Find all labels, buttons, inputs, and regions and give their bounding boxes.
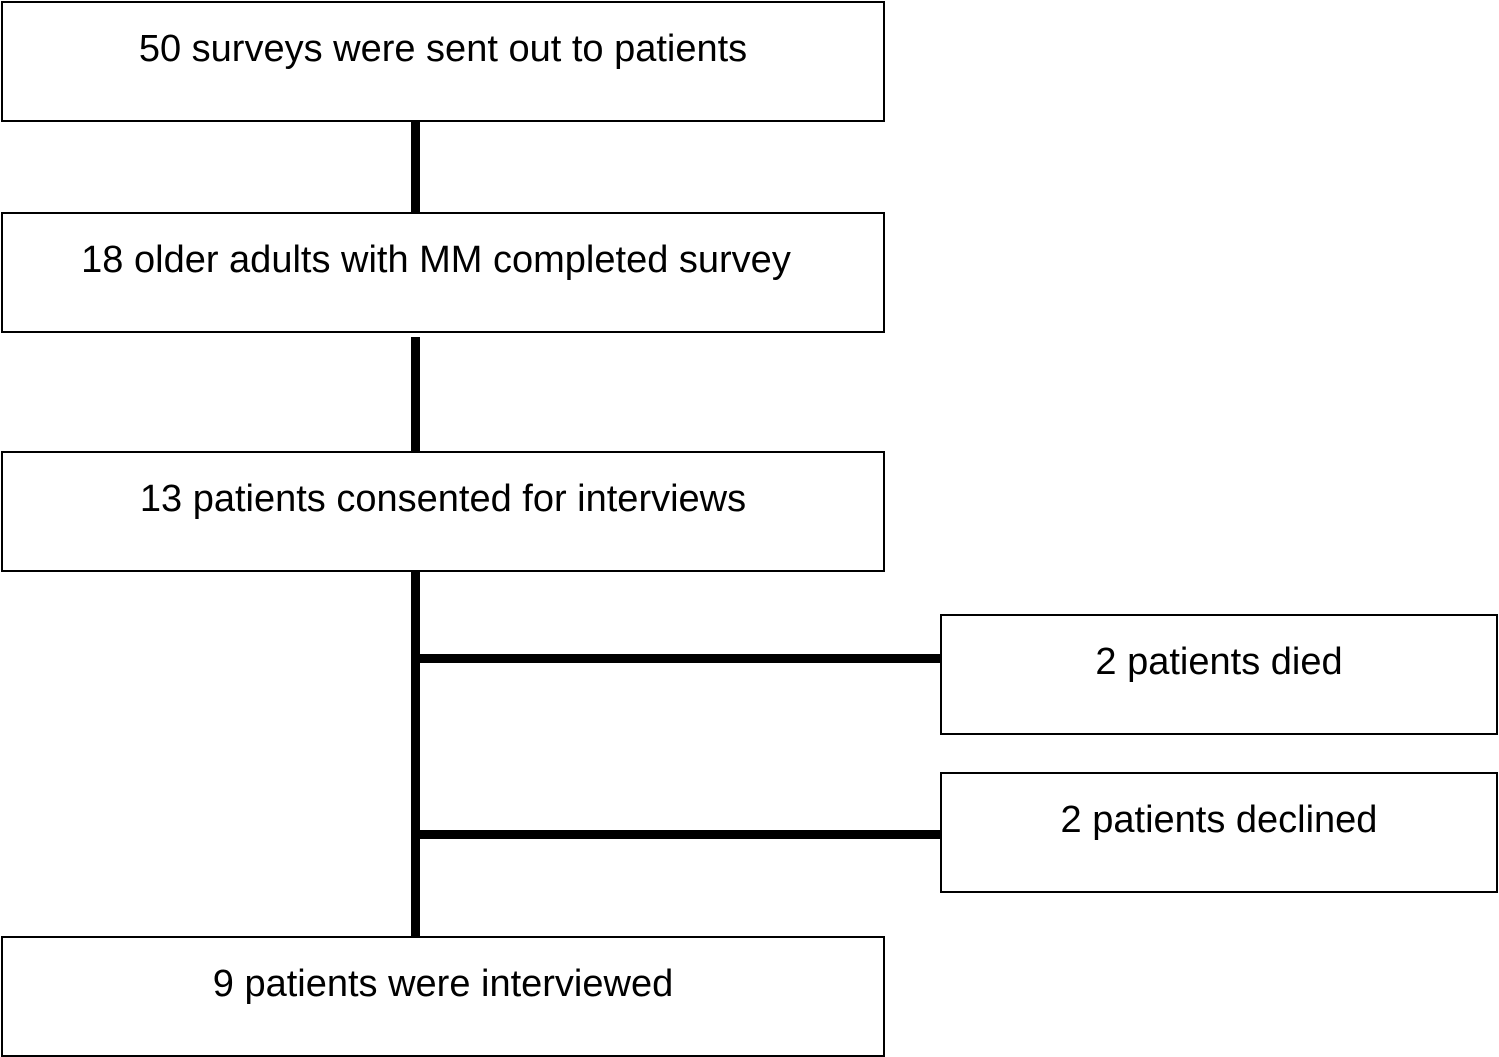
connector-consented-to-interviewed	[411, 571, 420, 937]
node-surveys-completed: 18 older adults with MM completed survey	[1, 212, 885, 333]
node-patients-died: 2 patients died	[940, 614, 1498, 735]
connector-branch-declined	[411, 830, 941, 839]
node-patients-interviewed: 9 patients were interviewed	[1, 936, 885, 1057]
connector-completed-to-consented	[411, 337, 420, 452]
node-consented-interviews: 13 patients consented for interviews	[1, 451, 885, 572]
node-patients-declined: 2 patients declined	[940, 772, 1498, 893]
connector-branch-died	[411, 654, 941, 663]
connector-sent-to-completed	[411, 121, 420, 214]
node-surveys-sent: 50 surveys were sent out to patients	[1, 1, 885, 122]
